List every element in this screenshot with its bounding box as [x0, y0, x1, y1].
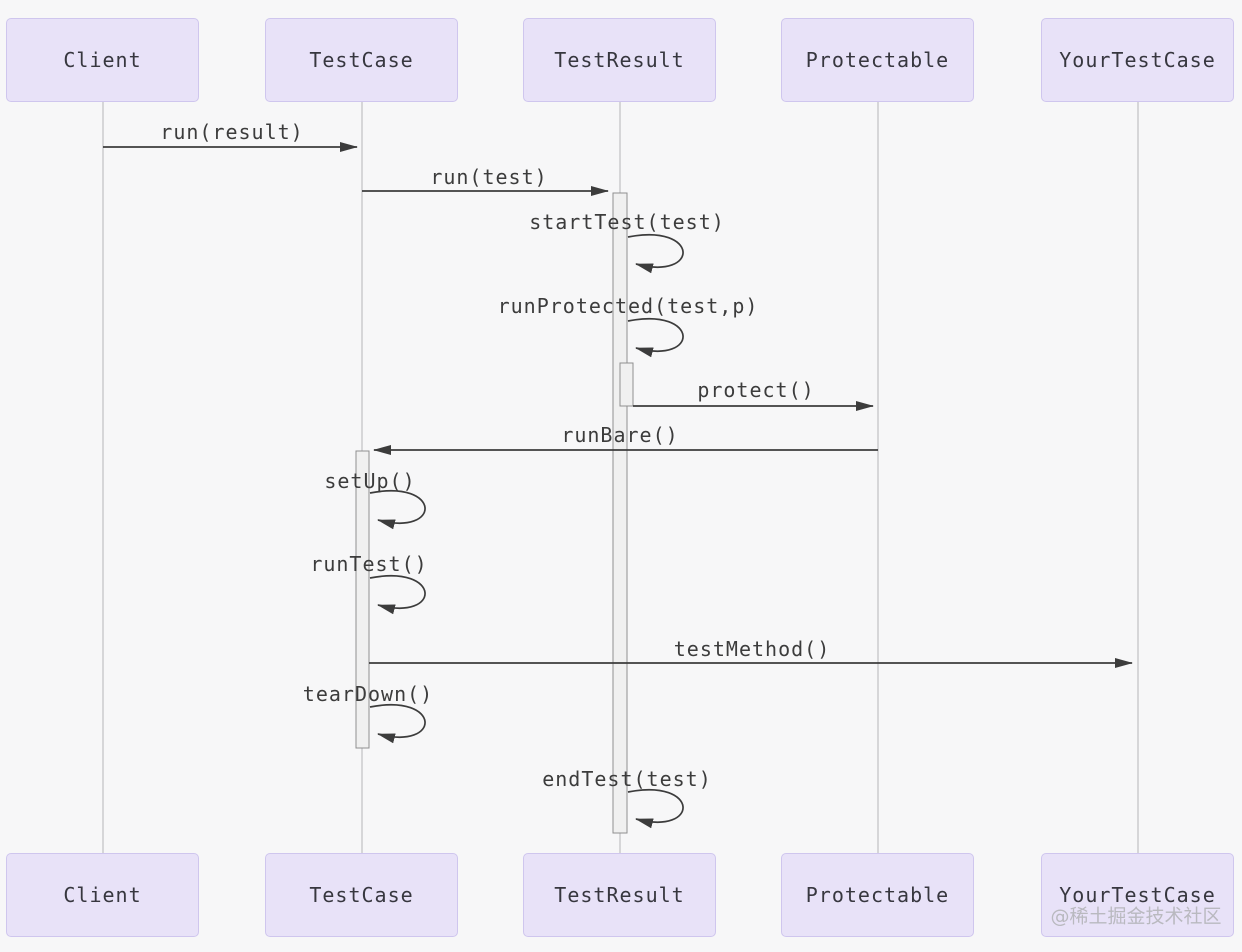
participant-bottom-client: Client [6, 853, 199, 937]
participant-top-testcase: TestCase [265, 18, 458, 102]
message-label-protect: protect() [697, 378, 815, 402]
message-label-run-test: run(test) [430, 165, 548, 189]
participant-bottom-protectable: Protectable [781, 853, 974, 937]
activation-bar-testcase [355, 450, 370, 749]
participant-top-protectable: Protectable [781, 18, 974, 102]
activation-bar-testresult-nested [619, 362, 634, 407]
participant-top-yourtestcase: YourTestCase [1041, 18, 1234, 102]
participant-top-testresult: TestResult [523, 18, 716, 102]
message-label-runprotected: runProtected(test,p) [497, 294, 759, 318]
self-loop-starttest [627, 234, 684, 274]
participant-bottom-testcase: TestCase [265, 853, 458, 937]
participant-bottom-yourtestcase: YourTestCase [1041, 853, 1234, 937]
watermark-text: @稀土掘金技术社区 [1050, 905, 1222, 928]
self-loop-endtest [627, 789, 684, 829]
message-label-teardown: tearDown() [302, 682, 434, 706]
message-label-testmethod: testMethod() [673, 637, 831, 661]
self-loop-setup [369, 490, 426, 530]
message-label-run-result: run(result) [160, 120, 304, 144]
message-label-starttest: startTest(test) [529, 210, 725, 234]
message-label-setup: setUp() [324, 469, 416, 493]
message-label-runtest: runTest() [310, 552, 428, 576]
self-loop-teardown [369, 704, 426, 744]
participant-bottom-testresult: TestResult [523, 853, 716, 937]
message-label-runbare: runBare() [561, 423, 679, 447]
message-label-endtest: endTest(test) [542, 767, 712, 791]
self-loop-runprotected [627, 318, 684, 358]
activation-bar-testresult [612, 192, 628, 834]
self-loop-runtest [369, 575, 426, 615]
participant-top-client: Client [6, 18, 199, 102]
